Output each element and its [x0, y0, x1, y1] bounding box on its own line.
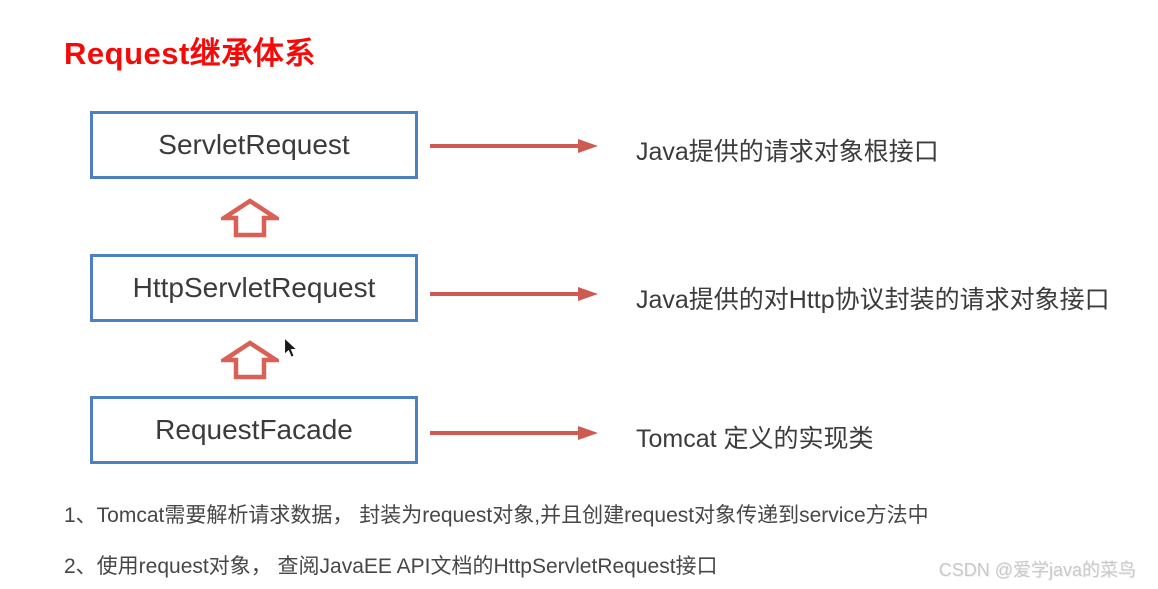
class-box-servletrequest: ServletRequest	[90, 111, 418, 179]
class-box-httpservletrequest: HttpServletRequest	[90, 254, 418, 322]
page-title: Request继承体系	[64, 36, 316, 71]
right-arrow-icon	[430, 139, 598, 153]
desc-servletrequest: Java提供的请求对象根接口	[636, 138, 939, 166]
desc-httpservletrequest: Java提供的对Http协议封装的请求对象接口	[636, 286, 1110, 314]
inheritance-up-arrow-icon	[221, 198, 279, 238]
class-box-label: ServletRequest	[158, 129, 350, 160]
mouse-cursor-icon	[283, 337, 299, 358]
desc-requestfacade: Tomcat 定义的实现类	[636, 425, 874, 453]
class-box-label: HttpServletRequest	[132, 272, 376, 303]
right-arrow-icon	[430, 287, 598, 301]
note-2: 2、使用request对象， 查阅JavaEE API文档的HttpServle…	[64, 555, 718, 578]
csdn-watermark: CSDN @爱学java的菜鸟	[938, 560, 1136, 580]
inheritance-up-arrow-icon	[221, 340, 279, 380]
class-box-requestfacade: RequestFacade	[90, 396, 418, 464]
note-1: 1、Tomcat需要解析请求数据， 封装为request对象,并且创建reque…	[64, 504, 929, 527]
right-arrow-icon	[430, 426, 598, 440]
class-box-label: RequestFacade	[155, 414, 353, 445]
